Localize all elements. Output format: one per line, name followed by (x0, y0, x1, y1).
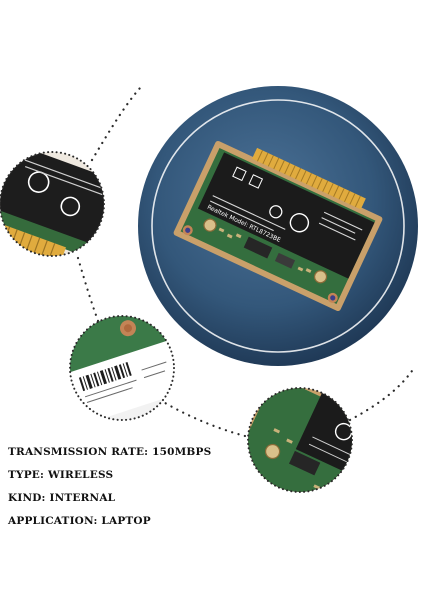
spec-transmission-rate: TRANSMISSION RATE: 150MBPS (8, 446, 212, 458)
dotted-connectors (76, 86, 416, 438)
spec-kind: KIND: INTERNAL (8, 492, 116, 504)
antenna-connector-1 (203, 218, 217, 232)
wifi-card: Realtek Model: RTL8723BE (173, 140, 383, 312)
detail-zoom-barcode (69, 315, 175, 421)
main-product-disc: Realtek Model: RTL8723BE (138, 86, 418, 366)
detail-zoom-contacts (0, 151, 105, 257)
spec-application: APPLICATION: LAPTOP (8, 515, 151, 527)
spec-list: TRANSMISSION RATE: 150MBPS TYPE: WIRELES… (8, 446, 248, 538)
card-label (197, 152, 375, 279)
antenna-connector-2 (313, 270, 328, 284)
detail-zoom-antenna (247, 387, 353, 493)
barcode (78, 362, 132, 392)
spec-type: TYPE: WIRELESS (8, 469, 114, 481)
